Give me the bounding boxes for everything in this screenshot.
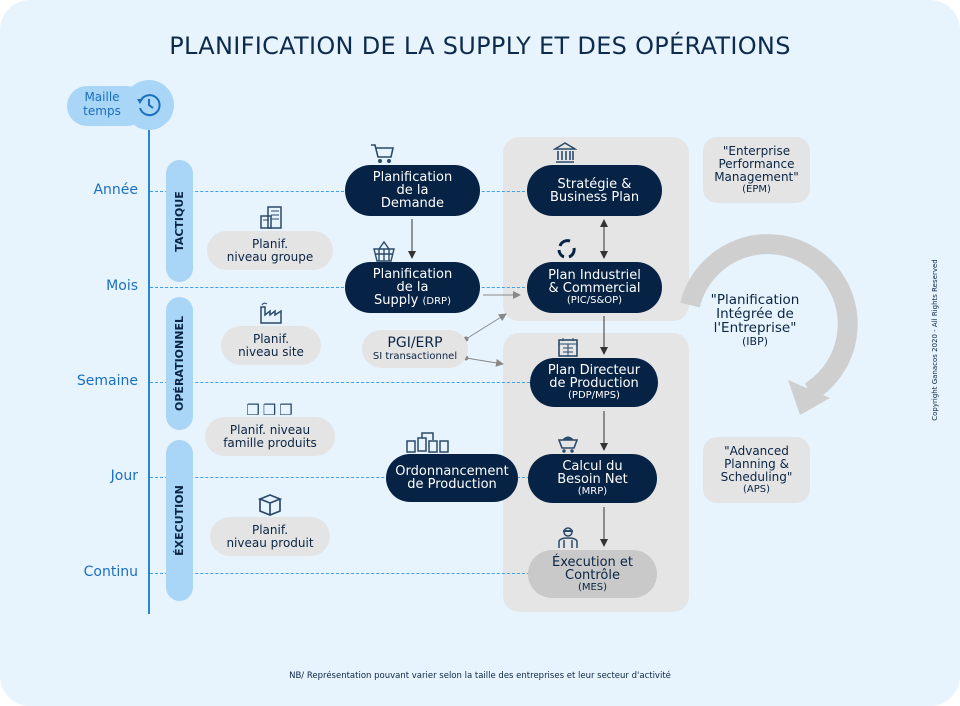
dashed-line-jour: [150, 477, 530, 478]
mine-cart-icon: [557, 436, 579, 453]
bank-icon: [553, 142, 577, 163]
dashed-line-continu: [150, 573, 530, 574]
boxes-icon: ❒❒❒: [246, 401, 296, 419]
dashed-line-annee: [150, 191, 530, 192]
time-label-semaine: Semaine: [76, 373, 138, 389]
dashed-line-mois: [150, 287, 530, 288]
time-axis-line: [148, 130, 150, 614]
workflow-icon: [406, 432, 449, 453]
copyright-text: Copyright Ganacos 2020 - All Rights Rese…: [931, 259, 939, 421]
node-strategie-business-plan: Stratégie &Business Plan: [527, 165, 662, 216]
dashed-line-semaine: [150, 382, 530, 383]
worker-icon: [558, 527, 578, 548]
node-pic-sop: Plan Industriel& Commercial(PIC/S&OP): [527, 262, 662, 313]
level-site: Planif.niveau site: [221, 326, 321, 365]
footnote: NB/ Représentation pouvant varier selon …: [289, 671, 671, 681]
cycle-icon: [557, 239, 576, 259]
page-title: PLANIFICATION DE LA SUPPLY ET DES OPÉRAT…: [169, 32, 791, 60]
level-produit: Planif.niveau produit: [210, 517, 330, 556]
time-label-jour: Jour: [110, 468, 138, 484]
time-label-continu: Continu: [83, 564, 138, 580]
time-label-annee: Année: [93, 182, 138, 198]
calendar-icon: [558, 338, 578, 357]
time-label-mois: Mois: [106, 278, 138, 294]
clock-history-icon: [124, 80, 174, 130]
ibp-cycle-ring: [680, 234, 858, 415]
building-icon: [260, 206, 282, 229]
factory-icon: [260, 302, 282, 324]
phase-execution: ÉXECUTION: [166, 440, 193, 601]
level-groupe: Planif.niveau groupe: [207, 231, 333, 270]
basket-icon: [373, 240, 395, 262]
shopping-cart-icon: [371, 144, 394, 163]
box-icon: [257, 494, 283, 517]
phase-tactique: TACTIQUE: [166, 160, 193, 282]
phase-operationnel: OPÉRATIONNEL: [166, 297, 193, 430]
